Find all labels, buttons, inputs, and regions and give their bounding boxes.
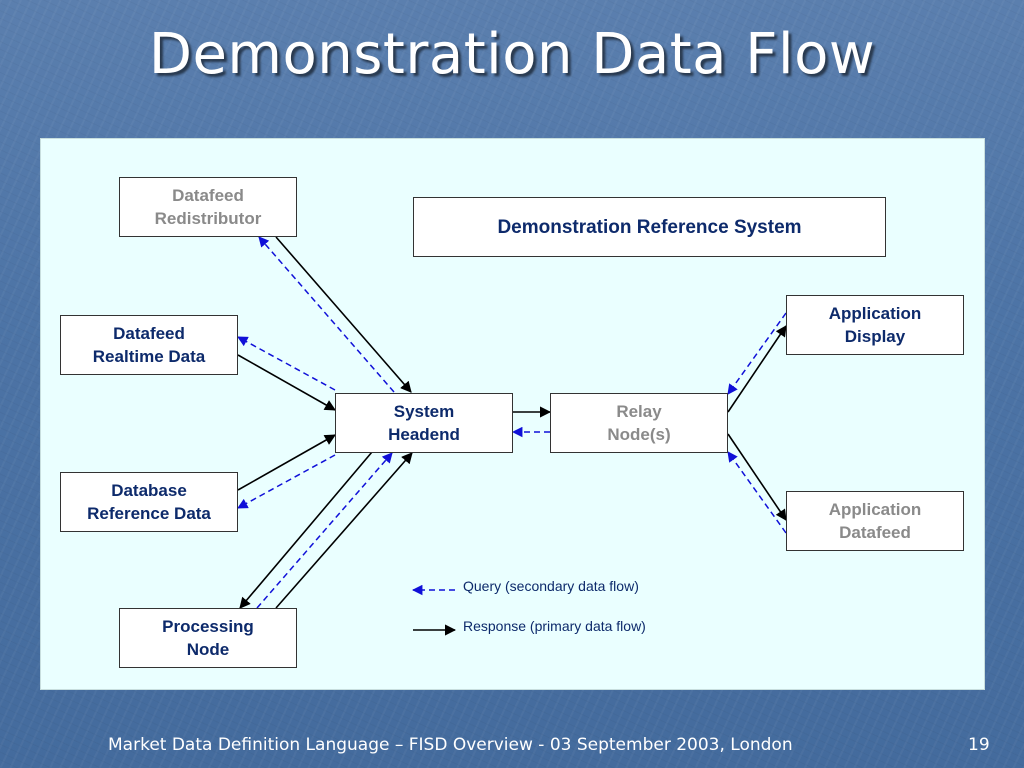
node-database-reference: Database Reference Data (60, 472, 238, 532)
node-processing-label: Processing Node (162, 617, 254, 659)
page-number: 19 (968, 735, 990, 755)
query-headend-to-realtime (237, 336, 336, 391)
node-system-headend-label: System Headend (388, 402, 460, 444)
node-datafeed-realtime: Datafeed Realtime Data (60, 315, 238, 375)
reference-system-label: Demonstration Reference System (413, 197, 886, 257)
node-database-reference-label: Database Reference Data (87, 481, 211, 523)
query-app-datafeed-to-relay (727, 451, 787, 534)
node-relay: Relay Node(s) (550, 393, 728, 453)
node-processing: Processing Node (119, 608, 297, 668)
legend-response-label: Response (primary data flow) (463, 618, 646, 634)
node-datafeed-redistributor: Datafeed Redistributor (119, 177, 297, 237)
response-relay-to-app-datafeed (727, 433, 787, 521)
response-database-to-headend (237, 434, 336, 491)
legend-query-label: Query (secondary data flow) (463, 578, 639, 594)
reference-system-text: Demonstration Reference System (497, 216, 802, 238)
response-redistributor-to-headend (275, 236, 412, 393)
query-headend-to-database (237, 454, 336, 509)
response-realtime-to-headend (237, 354, 336, 411)
slide-title: Demonstration Data Flow (148, 22, 876, 87)
response-processing-to-headend (275, 452, 413, 609)
response-headend-to-processing (239, 451, 373, 609)
response-relay-to-app-display (727, 325, 787, 413)
node-application-display-label: Application Display (828, 304, 922, 346)
node-application-display: Application Display (786, 295, 964, 355)
query-app-display-to-relay (727, 312, 787, 395)
node-relay-label: Relay Node(s) (607, 402, 671, 444)
query-headend-to-redistributor (258, 236, 395, 393)
node-datafeed-redistributor-label: Datafeed Redistributor (154, 186, 262, 228)
node-application-datafeed: Application Datafeed (786, 491, 964, 551)
slide-footer: Market Data Definition Language – FISD O… (108, 735, 793, 755)
node-application-datafeed-label: Application Datafeed (828, 500, 922, 542)
node-datafeed-realtime-label: Datafeed Realtime Data (92, 324, 206, 366)
query-processing-to-headend (256, 452, 393, 609)
node-system-headend: System Headend (335, 393, 513, 453)
